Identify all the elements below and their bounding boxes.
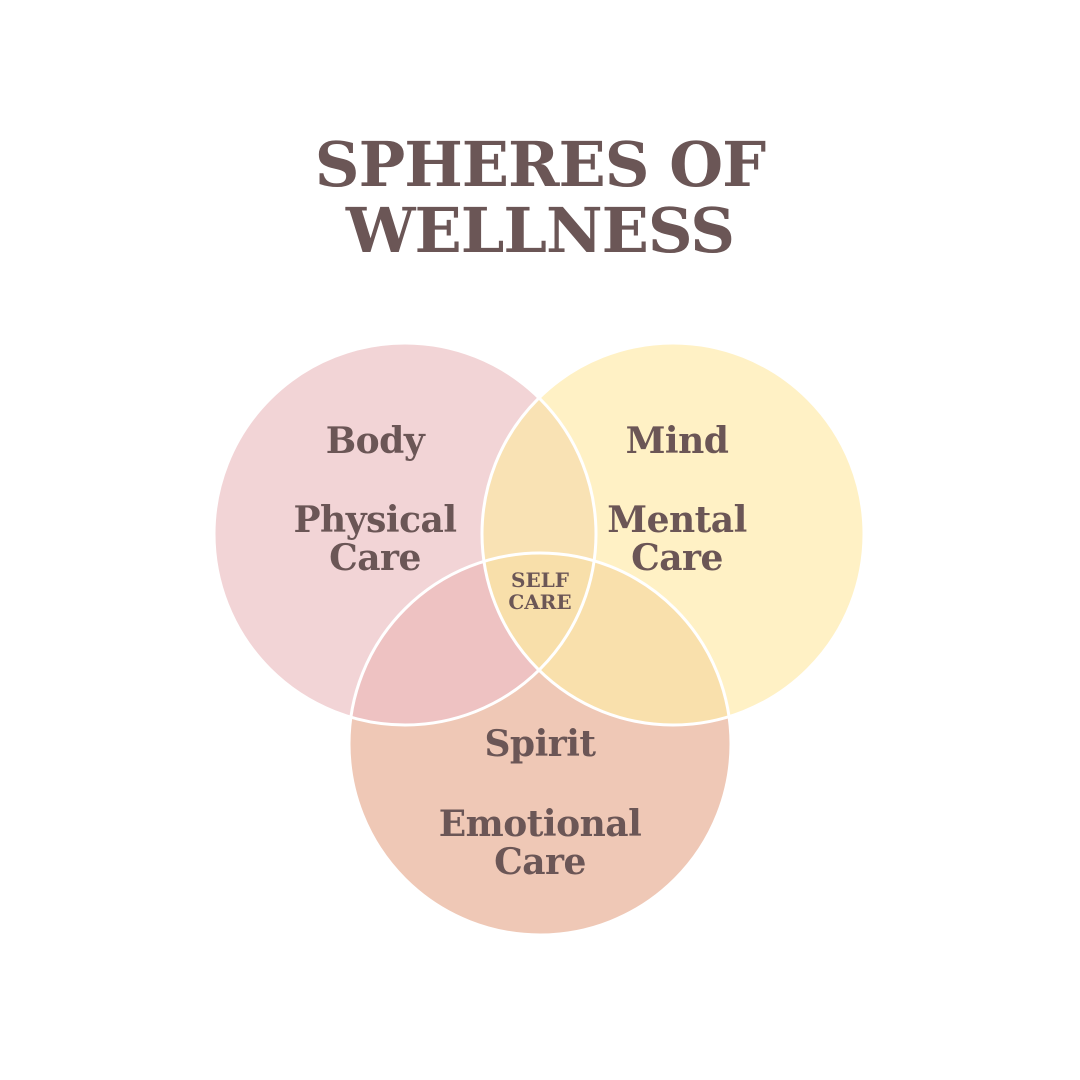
mind-label: Mind [625, 420, 729, 462]
mental-care-line-2: Care [631, 537, 723, 579]
emotional-care-line-1: Emotional [438, 803, 642, 845]
overlap-mind-spirit [482, 553, 731, 725]
self-care-line-2: CARE [508, 590, 572, 614]
emotional-care-line-2: Care [494, 841, 586, 883]
outline-mind [480, 341, 866, 727]
title-line-1: SPHERES OF [314, 128, 766, 201]
physical-care-line-1: Physical [293, 499, 457, 541]
body-label: Body [325, 420, 425, 462]
outline-spirit [347, 551, 733, 937]
physical-care-label: Physical Care [255, 501, 495, 577]
outline-body [212, 341, 598, 727]
self-care-label: SELF CARE [490, 569, 590, 613]
spirit-label: Spirit [484, 723, 596, 765]
overlap-body-spirit [349, 553, 596, 725]
physical-care-line-2: Care [329, 537, 421, 579]
diagram-title: SPHERES OF WELLNESS [0, 132, 1080, 264]
emotional-care-label: Emotional Care [400, 805, 680, 881]
mental-care-label: Mental Care [557, 501, 797, 577]
title-line-2: WELLNESS [345, 194, 735, 267]
self-care-line-1: SELF [511, 568, 569, 592]
mental-care-line-1: Mental [607, 499, 747, 541]
